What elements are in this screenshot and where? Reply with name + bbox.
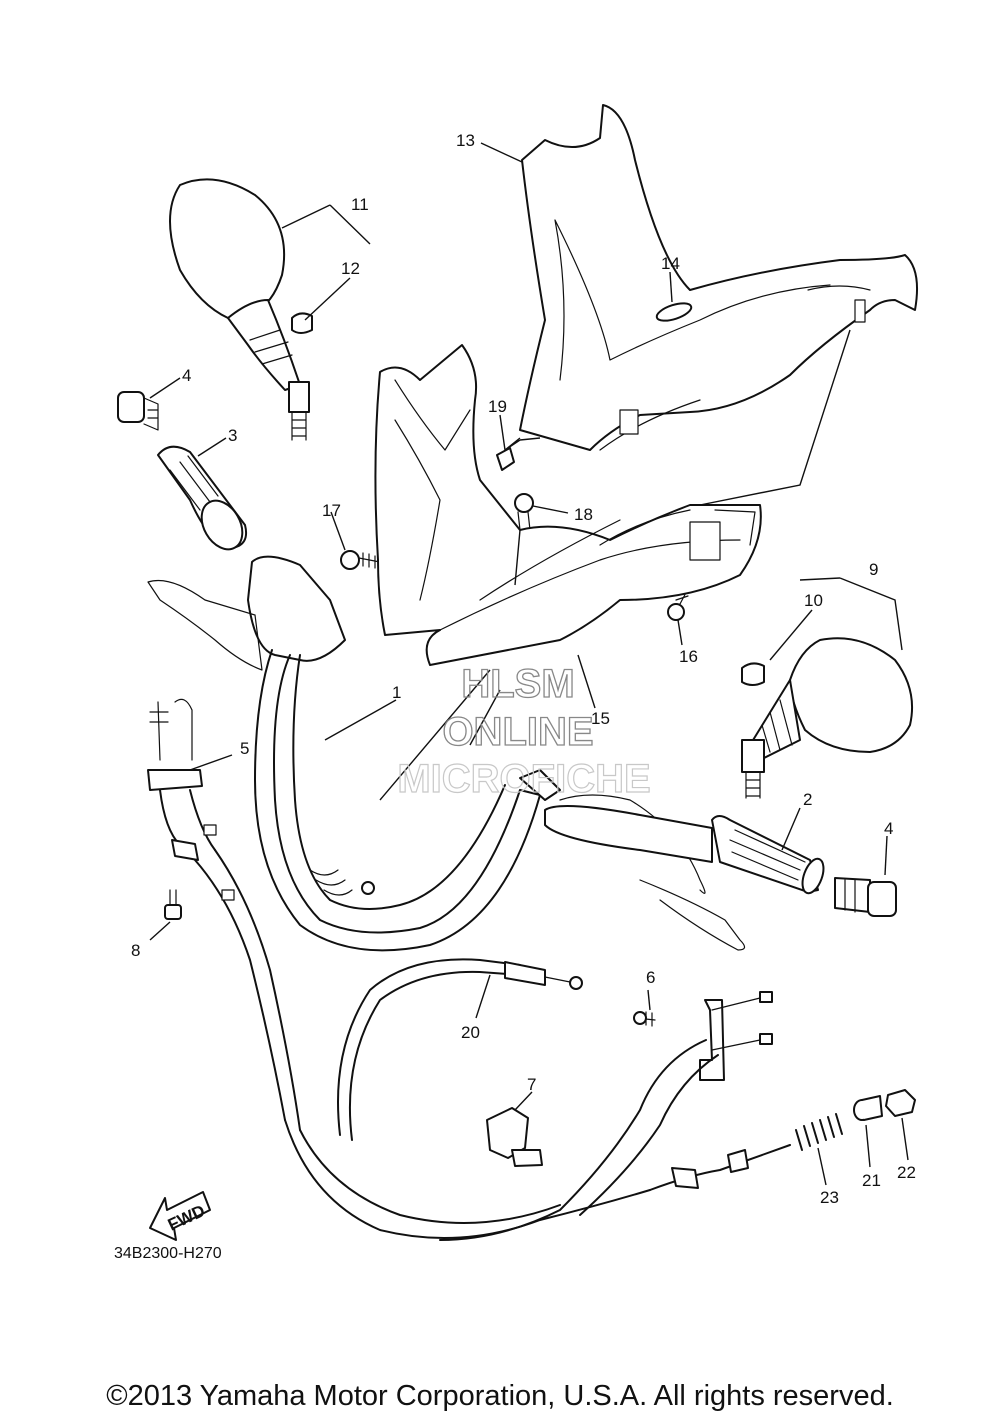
callout-20: 20 — [461, 1023, 480, 1042]
callout-3: 3 — [228, 426, 237, 445]
fwd-arrow-icon: FWD — [149, 1191, 211, 1241]
right-end-weight — [834, 877, 897, 917]
callout-19: 19 — [488, 397, 507, 416]
callout-22: 22 — [897, 1163, 916, 1182]
handlebar — [147, 555, 746, 952]
bracket-6 — [633, 991, 773, 1081]
leader-lines — [149, 142, 909, 1186]
right-grip — [544, 805, 825, 895]
left-grip — [157, 445, 248, 551]
copyright-notice: ©2013 Yamaha Motor Corporation, U.S.A. A… — [106, 1380, 894, 1412]
callout-15: 15 — [591, 709, 610, 728]
callout-13: 13 — [456, 131, 475, 150]
clip — [496, 447, 515, 471]
callout-labels: 13 11 12 14 4 19 3 17 18 9 10 16 1 15 5 … — [131, 131, 916, 1207]
callout-4-left: 4 — [182, 366, 191, 385]
callout-17: 17 — [322, 501, 341, 520]
callout-8: 8 — [131, 941, 140, 960]
return-cable — [439, 1039, 707, 1241]
callout-18: 18 — [574, 505, 593, 524]
bolt-18 — [514, 493, 534, 531]
right-mirror — [741, 637, 914, 799]
drawing-code: 34B2300-H270 — [114, 1245, 222, 1262]
watermark-line-2: ONLINE — [442, 710, 593, 754]
cable-clamp-7 — [486, 1107, 543, 1167]
adjuster-cable — [649, 1144, 791, 1191]
callout-5: 5 — [240, 739, 249, 758]
throttle-cable-assembly — [147, 698, 651, 1239]
callout-6: 6 — [646, 968, 655, 987]
callout-12: 12 — [341, 259, 360, 278]
callout-11: 11 — [351, 195, 369, 214]
watermark-line-1: HLSM — [461, 662, 574, 706]
callout-21: 21 — [862, 1171, 881, 1190]
left-end-weight — [117, 391, 159, 431]
watermark-line-3: MICROFICHE — [397, 757, 650, 801]
callout-10: 10 — [804, 591, 823, 610]
collar-21 — [853, 1095, 883, 1121]
callout-16: 16 — [679, 647, 698, 666]
callout-9: 9 — [869, 560, 878, 579]
callout-7: 7 — [527, 1075, 536, 1094]
callout-23: 23 — [820, 1188, 839, 1207]
callout-4-right: 4 — [884, 819, 893, 838]
watermark: HLSM ONLINE MICROFICHE — [397, 661, 652, 801]
callout-1: 1 — [392, 683, 401, 702]
left-mirror — [169, 178, 310, 441]
callout-2: 2 — [803, 790, 812, 809]
return-cable-outer — [579, 1054, 719, 1216]
handlebar-lower-cover — [374, 344, 762, 666]
spring-23 — [795, 1113, 843, 1151]
callout-14: 14 — [661, 254, 680, 273]
handlebar-upper-cover — [519, 104, 918, 451]
brake-cable — [337, 958, 583, 1141]
bolt-8 — [164, 889, 182, 920]
mirror-cap-right — [741, 662, 765, 686]
emblem — [655, 302, 693, 322]
screw-17 — [340, 550, 381, 570]
nut-22 — [885, 1089, 916, 1117]
